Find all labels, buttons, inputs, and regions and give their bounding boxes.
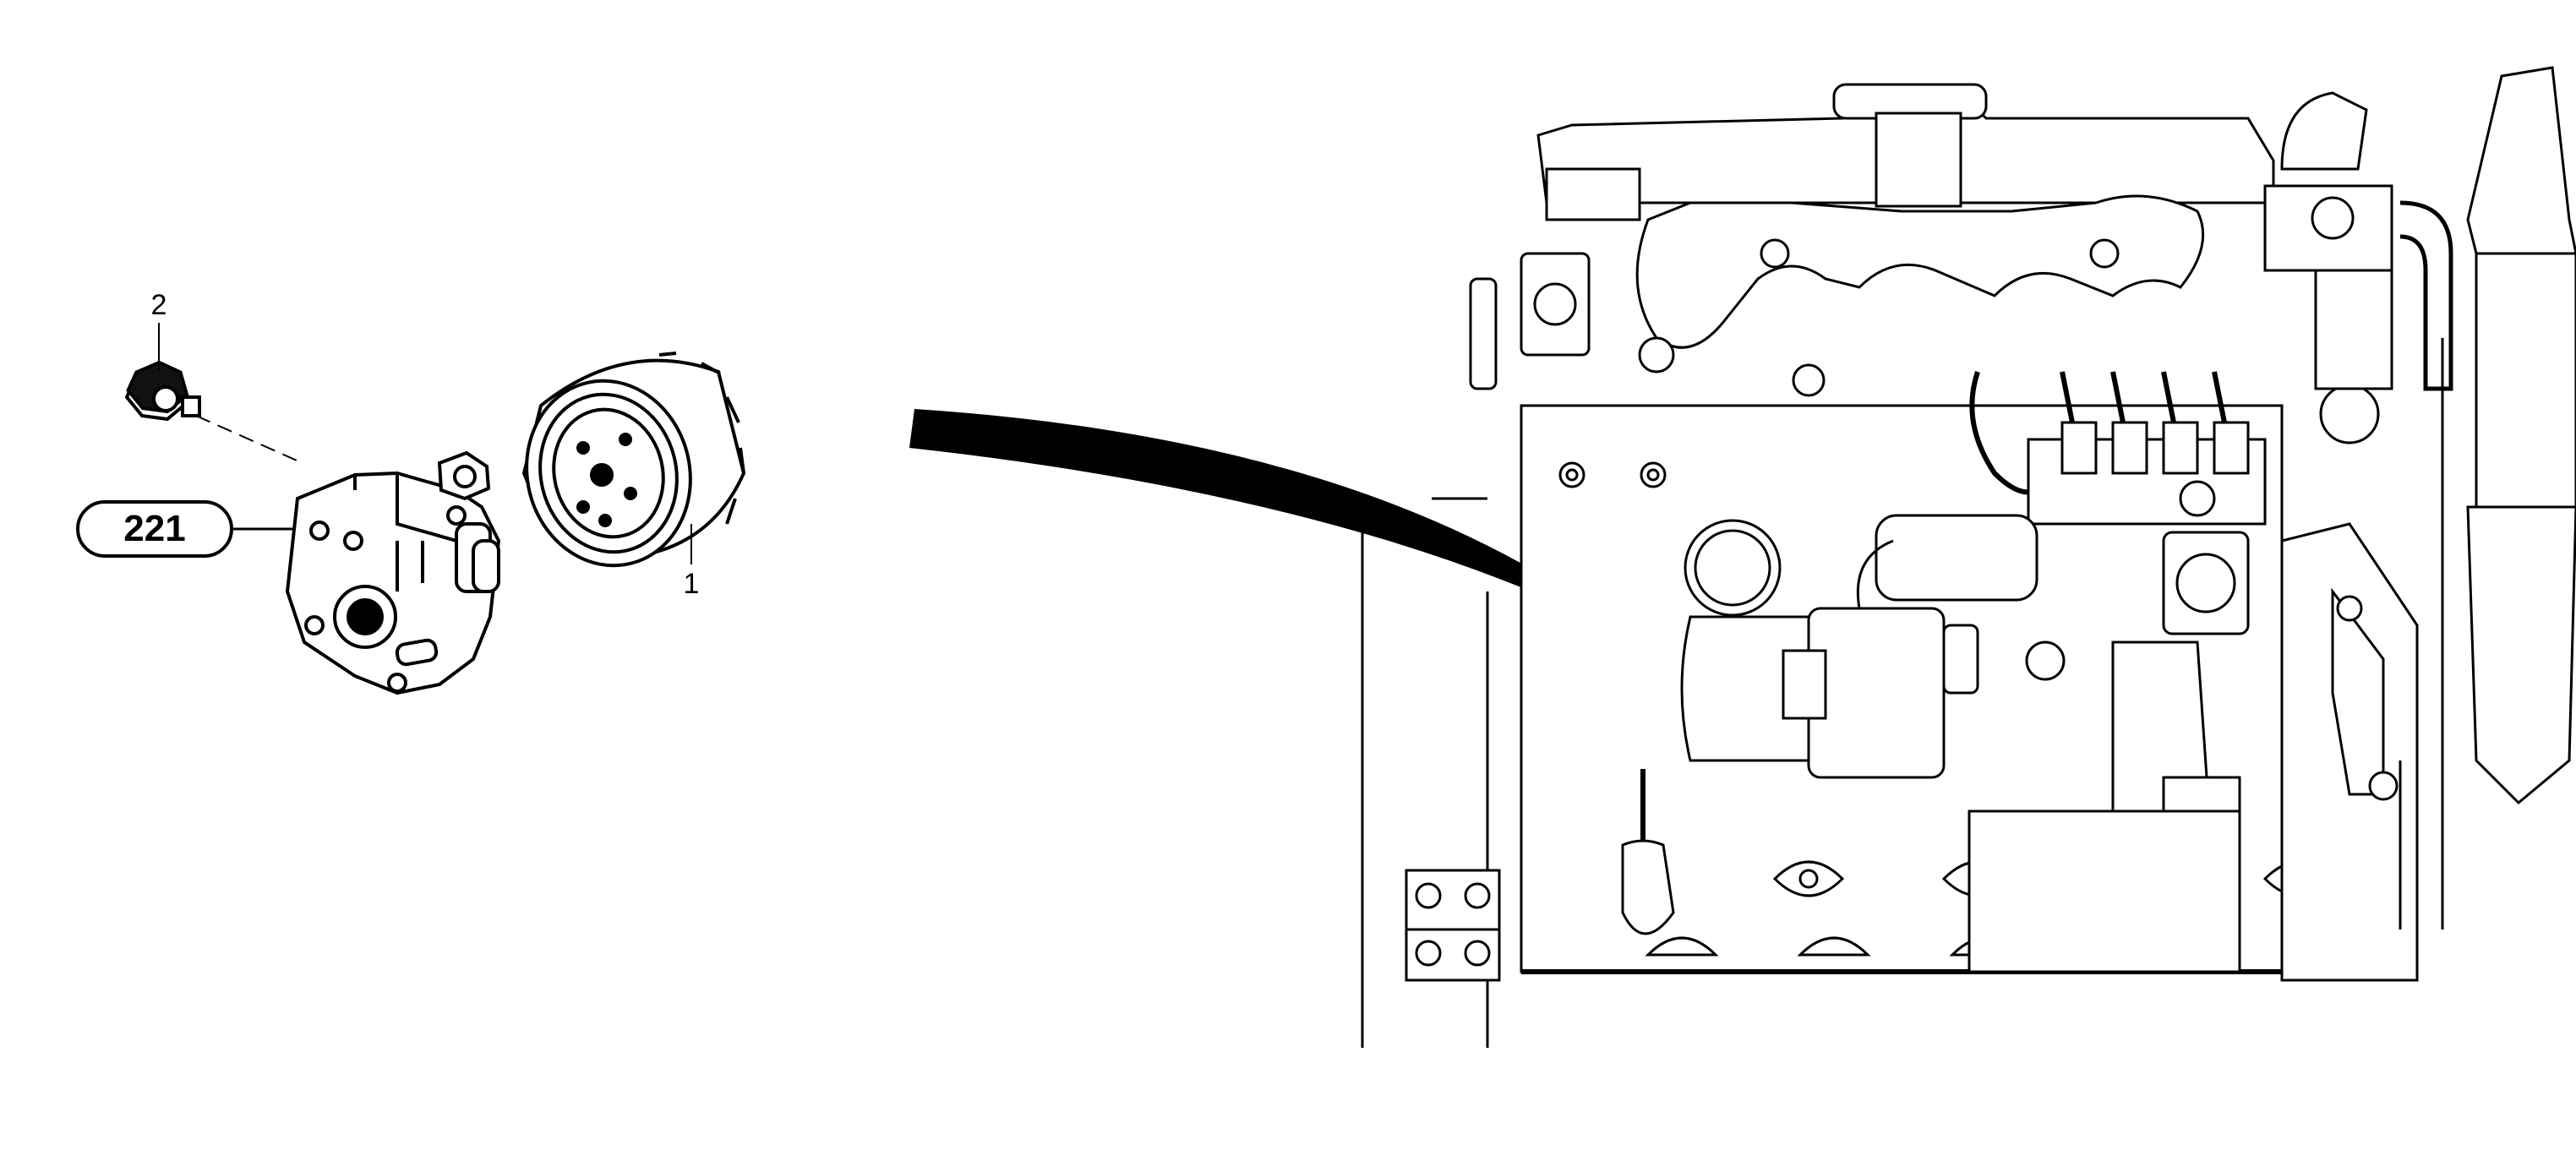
part-oil-filter-head[interactable] bbox=[285, 450, 501, 695]
part-pressure-switch[interactable] bbox=[124, 360, 201, 422]
part-number-1: 1 bbox=[684, 568, 700, 600]
part-oil-filter[interactable] bbox=[507, 352, 746, 583]
assembly-line-2 bbox=[195, 415, 303, 464]
part-number-2: 2 bbox=[151, 289, 167, 321]
engine-illustration bbox=[1361, 66, 2576, 1048]
callout-label: 221 bbox=[123, 508, 185, 549]
location-arrow bbox=[909, 409, 1640, 642]
group-callout-badge[interactable]: 221 bbox=[76, 500, 233, 558]
